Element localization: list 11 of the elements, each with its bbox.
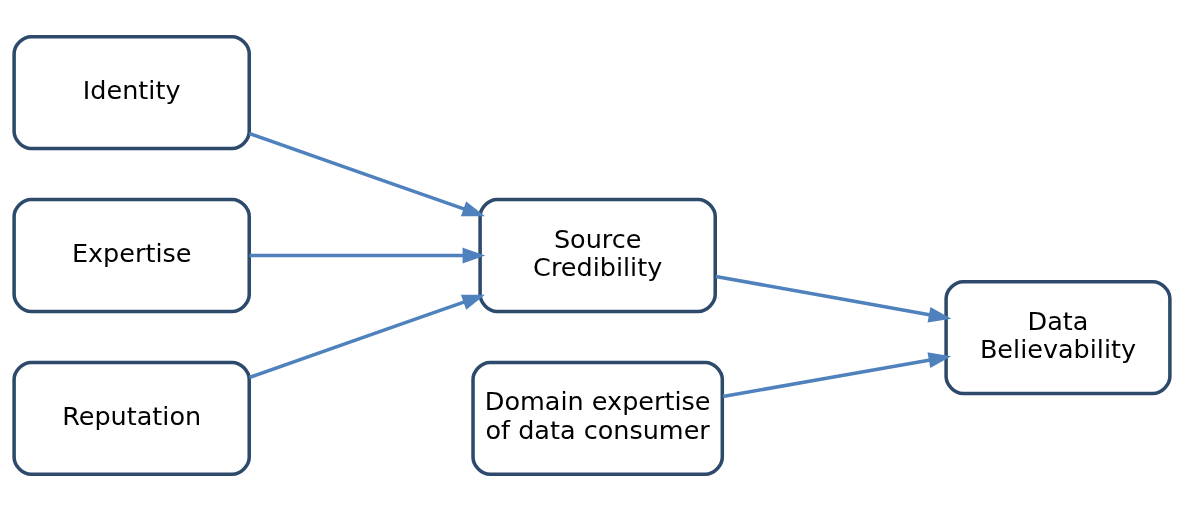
node-box: Identity <box>12 34 251 150</box>
arrow <box>248 131 485 216</box>
node-box: Expertise <box>12 197 251 313</box>
arrow <box>722 351 952 398</box>
node-box: Reputation <box>12 360 251 476</box>
arrow <box>249 247 486 263</box>
arrow <box>248 294 485 379</box>
arrow <box>715 274 952 323</box>
node-box: Source Credibility <box>478 197 717 313</box>
node-box: Domain expertise of data consumer <box>471 360 725 476</box>
node-box: Data Believability <box>944 279 1172 395</box>
